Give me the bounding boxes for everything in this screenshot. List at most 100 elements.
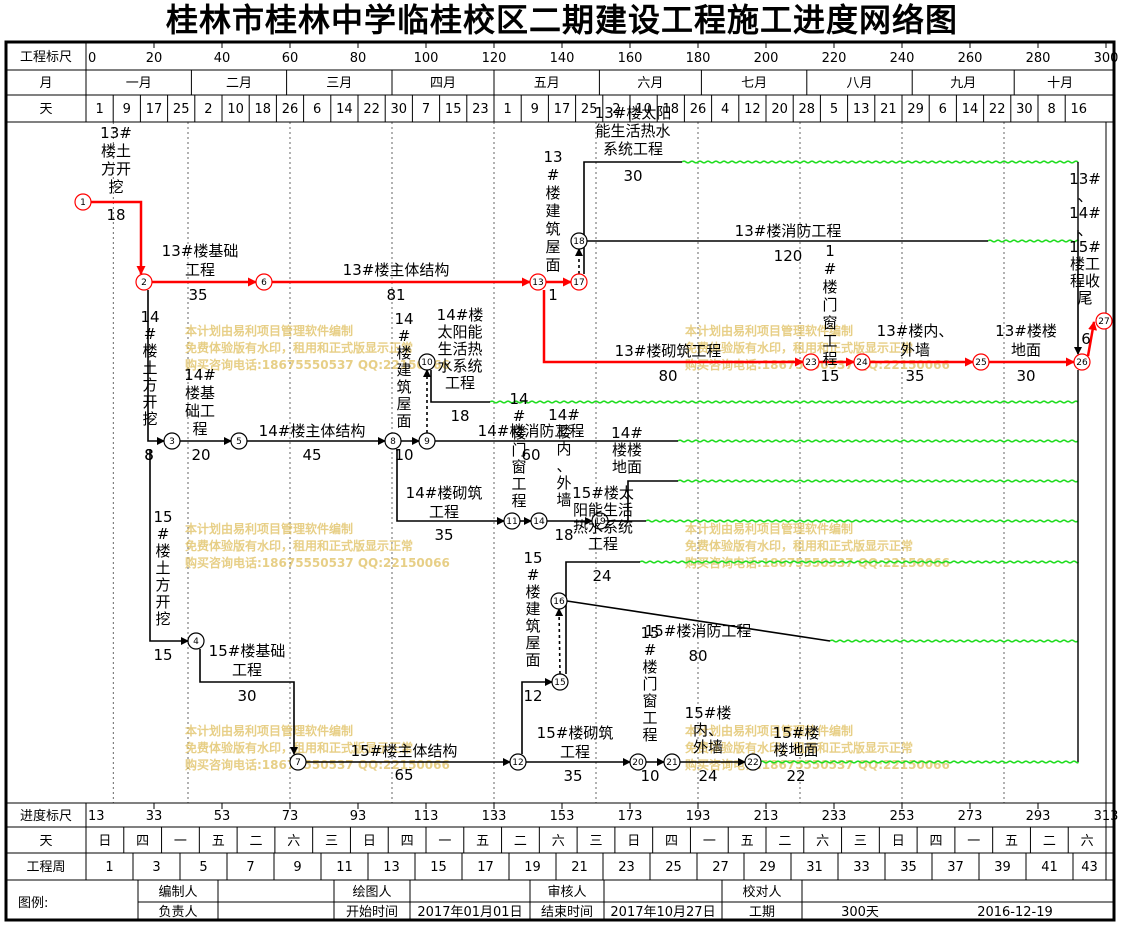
bottom-grid bbox=[6, 122, 1114, 881]
activity-arrow bbox=[565, 561, 640, 674]
task-name-label: 15#楼楼地面 bbox=[773, 724, 820, 759]
free-float-line bbox=[489, 400, 1079, 404]
day-label: 2 bbox=[204, 102, 212, 117]
footer-grid bbox=[137, 880, 1114, 920]
week-label: 11 bbox=[336, 860, 353, 875]
task-duration-label: 35 bbox=[188, 286, 207, 304]
week-label: 43 bbox=[1081, 860, 1098, 875]
task-name-label: 14#楼基础工程 bbox=[184, 366, 216, 438]
day-label: 6 bbox=[939, 102, 947, 117]
day-label: 22 bbox=[363, 102, 380, 117]
scale-tick-label: 180 bbox=[686, 51, 711, 66]
watermark-text: 购买咨询电话:18675550537 QQ:22150066 bbox=[185, 757, 450, 772]
month-label: 十月 bbox=[1047, 76, 1073, 91]
weekday-label: 二 bbox=[778, 834, 791, 849]
day-label: 15 bbox=[445, 102, 462, 117]
weekday-label: 五 bbox=[741, 834, 754, 849]
month-label: 九月 bbox=[950, 76, 976, 91]
week-label: 29 bbox=[759, 860, 776, 875]
event-node-label: 6 bbox=[261, 278, 267, 288]
progress-tick-label: 173 bbox=[618, 809, 643, 824]
weekday-label: 一 bbox=[703, 834, 716, 849]
task-name-label: 14#楼消防工程 bbox=[478, 422, 585, 440]
task-name-label: 13#楼太阳能生活热水系统工程 bbox=[595, 104, 672, 158]
scale-tick-label: 280 bbox=[1026, 51, 1051, 66]
week-label: 17 bbox=[477, 860, 494, 875]
day-label: 1 bbox=[503, 102, 511, 117]
task-duration-label: 18 bbox=[106, 206, 125, 224]
event-node-label: 4 bbox=[193, 637, 199, 647]
task-name-label: 15#楼门窗工程 bbox=[640, 624, 659, 744]
event-node-label: 8 bbox=[390, 437, 396, 447]
footer-start-value: 2017年01月01日 bbox=[417, 905, 522, 920]
weekday-label: 四 bbox=[929, 834, 942, 849]
event-node bbox=[529, 273, 547, 291]
free-float-line bbox=[677, 439, 1079, 443]
week-label: 23 bbox=[618, 860, 635, 875]
progress-tick-label: 73 bbox=[282, 809, 299, 824]
event-node-label: 23 bbox=[805, 358, 816, 368]
day-label: 9 bbox=[123, 102, 131, 117]
watermark-text: 免费体验版有水印，租用和正式版显示正常 bbox=[185, 340, 413, 355]
task-name-label: 13#楼建筑屋面 bbox=[543, 148, 562, 274]
footer-end-value: 2017年10月27日 bbox=[610, 905, 715, 920]
week-label: 39 bbox=[994, 860, 1011, 875]
event-node-label: 18 bbox=[573, 237, 585, 247]
task-name-label: 13#楼土方开挖 bbox=[100, 124, 132, 196]
day-label: 20 bbox=[771, 102, 788, 117]
event-node bbox=[570, 273, 588, 291]
weekday-label: 日 bbox=[892, 834, 905, 849]
watermark-text: 免费体验版有水印，租用和正式版显示正常 bbox=[685, 740, 913, 755]
task-duration-label: 80 bbox=[658, 367, 677, 385]
day-label: 30 bbox=[1016, 102, 1033, 117]
day-label: 12 bbox=[744, 102, 761, 117]
event-node bbox=[135, 273, 153, 291]
row-label-week: 工程周 bbox=[26, 860, 65, 875]
day-label: 30 bbox=[391, 102, 408, 117]
day-label: 8 bbox=[1047, 102, 1055, 117]
footer-legend: 图例: bbox=[18, 896, 48, 911]
event-node bbox=[74, 193, 92, 211]
free-float-line bbox=[639, 560, 1079, 564]
watermark-text: 免费体验版有水印，租用和正式版显示正常 bbox=[685, 340, 913, 355]
task-duration-label: 20 bbox=[191, 446, 210, 464]
task-duration-label: 35 bbox=[434, 526, 453, 544]
day-label: 25 bbox=[173, 102, 190, 117]
task-duration-label: 10 bbox=[394, 446, 413, 464]
progress-tick-label: 13 bbox=[88, 809, 105, 824]
footer-compiler-label: 编制人 bbox=[158, 885, 197, 900]
footer-checker-label: 校对人 bbox=[742, 884, 781, 900]
progress-tick-label: 53 bbox=[214, 809, 231, 824]
day-label: 18 bbox=[663, 102, 680, 117]
watermark-text: 免费体验版有水印，租用和正式版显示正常 bbox=[685, 538, 913, 553]
task-duration-label: 81 bbox=[386, 286, 405, 304]
progress-tick-label: 153 bbox=[550, 809, 575, 824]
task-duration-label: 24 bbox=[698, 767, 717, 785]
day-label: 14 bbox=[336, 102, 353, 117]
task-name-label: 14#楼内、外墙 bbox=[548, 406, 580, 509]
task-name-label: 14#楼太阳能生活热水系统工程 bbox=[437, 306, 484, 392]
task-duration-label: 35 bbox=[905, 367, 924, 385]
event-node bbox=[530, 512, 548, 530]
task-duration-label: 12 bbox=[523, 687, 542, 705]
scale-tick-label: 200 bbox=[754, 51, 779, 66]
task-name-label: 14#楼土方开挖 bbox=[140, 308, 159, 428]
day-label: 21 bbox=[880, 102, 897, 117]
event-node-label: 24 bbox=[856, 358, 868, 368]
free-float-line bbox=[759, 760, 1079, 764]
day-label: 4 bbox=[721, 102, 729, 117]
event-node-label: 26 bbox=[1076, 358, 1088, 368]
weekday-label: 五 bbox=[1005, 834, 1018, 849]
weekday-label: 五 bbox=[476, 834, 489, 849]
task-duration-label: 8 bbox=[144, 446, 154, 464]
weekday-label: 二 bbox=[1043, 834, 1056, 849]
row-label-progress-scale: 进度标尺 bbox=[20, 808, 72, 824]
progress-tick-label: 33 bbox=[146, 809, 163, 824]
month-label: 二月 bbox=[226, 76, 252, 91]
scale-tick-label: 300 bbox=[1094, 51, 1119, 66]
day-label: 16 bbox=[1071, 102, 1088, 117]
event-node-label: 2 bbox=[141, 278, 147, 288]
